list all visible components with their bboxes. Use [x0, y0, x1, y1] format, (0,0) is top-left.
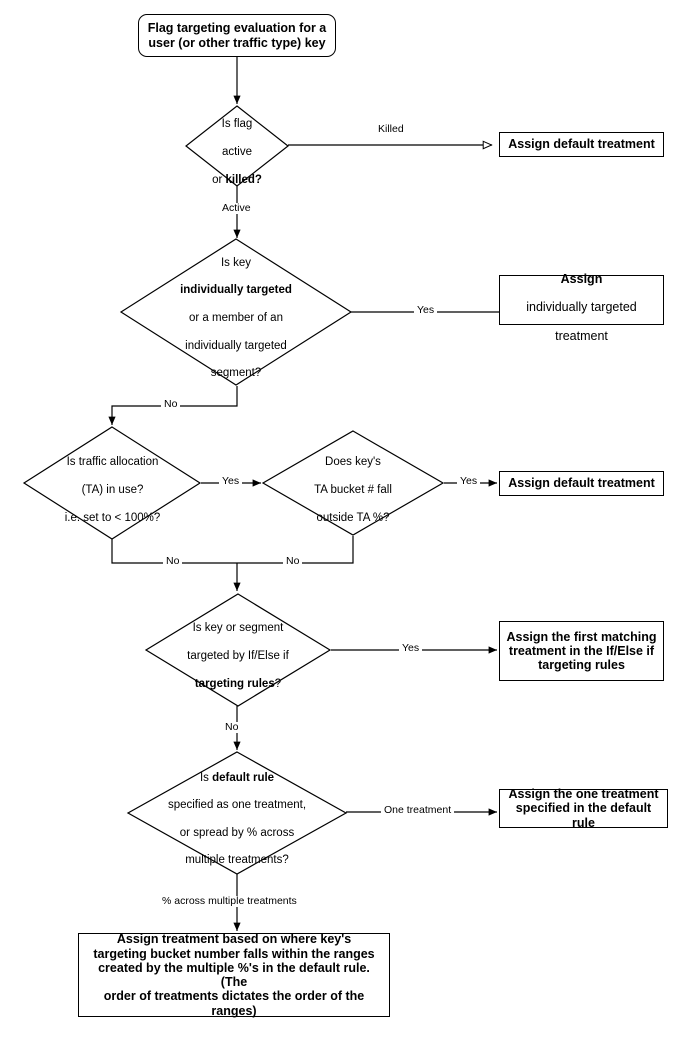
node-decision-default-rule: Is default rule specified as one treatme… [130, 772, 344, 867]
edge-label-default-one-treatment: One treatment [381, 805, 455, 816]
decision-individually-line1: Is key [220, 256, 252, 269]
decision-individually-line3: or a member of an [189, 312, 283, 324]
decision-active-killed-line2: active [221, 146, 253, 158]
node-assign-first-matching: Assign the first matching treatment in t… [499, 621, 664, 681]
decision-ifelse-line1: Is key or segment [192, 622, 284, 635]
assign-spread-ranges-label: Assign treatment based on where key's ta… [93, 932, 375, 1018]
decision-default-line3: or spread by % across [179, 826, 295, 839]
decision-active-killed-line3-bold: killed? [225, 173, 262, 186]
assign-default-treatment-1-label: Assign default treatment [508, 137, 655, 152]
node-decision-ifelse-rules: Is key or segment targeted by If/Else if… [153, 622, 323, 689]
decision-bucket-line1: Does key's [325, 456, 381, 469]
decision-individually-line5: segment? [210, 367, 262, 380]
edge-label-ifelse-yes: Yes [399, 643, 423, 654]
node-assign-one-treatment: Assign the one treatment specified in th… [499, 787, 668, 830]
decision-ta-line1: Is traffic allocation [66, 456, 159, 469]
decision-ifelse-line3-plain: ? [274, 677, 282, 690]
decision-default-line4: multiple treatments? [185, 854, 289, 867]
node-assign-default-treatment-1: Assign default treatment [499, 132, 664, 157]
assign-first-matching-label: Assign the first matching treatment in t… [506, 629, 657, 673]
decision-default-line1-plain: Is [199, 771, 213, 784]
decision-individually-line4: individually targeted [185, 339, 287, 352]
node-decision-active-killed: Is flag active or killed? [187, 116, 287, 185]
node-start: Flag targeting evaluation for a user (or… [138, 14, 336, 57]
decision-active-killed-line3-plain: or [212, 173, 226, 186]
decision-default-line1-bold: default rule [212, 771, 275, 784]
decision-ta-line3: i.e. set to < 100%? [64, 511, 161, 524]
node-decision-traffic-allocation: Is traffic allocation (TA) in use? i.e. … [25, 456, 200, 523]
decision-default-line2: specified as one treatment, [167, 799, 307, 812]
edge-label-individually-no: No [161, 399, 181, 410]
decision-ifelse-line2: targeted by If/Else if [187, 650, 289, 662]
node-decision-ta-bucket: Does key's TA bucket # fall outside TA %… [278, 456, 428, 523]
edge-label-active: Active [219, 203, 254, 214]
edge-label-bucket-no: No [283, 556, 303, 567]
assign-individually-line1: Assign [560, 271, 603, 286]
assign-individually-line2: individually targeted [526, 300, 637, 314]
assign-individually-line3: treatment [555, 328, 608, 343]
edge-label-ifelse-no: No [222, 722, 242, 733]
node-start-label: Flag targeting evaluation for a user (or… [147, 21, 327, 50]
decision-individually-line2: individually targeted [180, 284, 292, 297]
edge-label-default-spread: % across multiple treatments [159, 896, 300, 907]
node-assign-individually-targeted: Assign individually targeted treatment [499, 271, 664, 343]
decision-active-killed-line1: Is flag [221, 118, 253, 131]
decision-ta-line2: (TA) in use? [81, 484, 144, 496]
edge-label-ta-yes: Yes [219, 476, 243, 487]
edge-label-killed: Killed [375, 124, 407, 135]
edge-label-individually-yes: Yes [414, 305, 438, 316]
decision-bucket-line2: TA bucket # fall [314, 484, 392, 496]
node-assign-default-treatment-2: Assign default treatment [499, 471, 664, 496]
node-assign-spread-ranges: Assign treatment based on where key's ta… [78, 932, 390, 1018]
assign-one-treatment-label: Assign the one treatment specified in th… [508, 787, 659, 830]
edge-label-ta-no: No [163, 556, 183, 567]
decision-ifelse-line3-bold: targeting rules [194, 677, 275, 690]
decision-bucket-line3: outside TA %? [316, 511, 390, 524]
edge-label-bucket-yes: Yes [457, 476, 481, 487]
node-decision-individually-targeted: Is key individually targeted or a member… [136, 257, 336, 379]
assign-default-treatment-2-label: Assign default treatment [508, 476, 655, 491]
